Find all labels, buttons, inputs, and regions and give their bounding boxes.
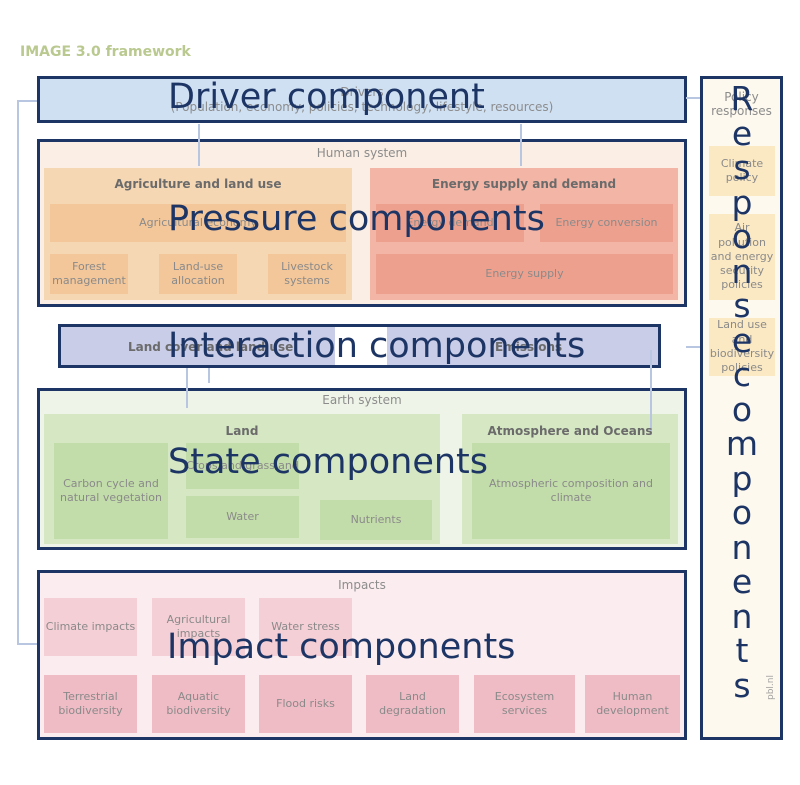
climate-impacts-box: Climate impacts	[44, 598, 137, 656]
driver-arrow-right	[520, 124, 522, 166]
human-system-header: Human system	[316, 146, 408, 160]
driver-component-label: Driver component	[168, 77, 485, 117]
pbl-watermark: pbl.nl	[766, 675, 776, 700]
response-label-letter: e	[731, 562, 753, 601]
response-label-letter: n	[731, 251, 753, 291]
driver-fill	[38, 77, 686, 122]
atmosphere-title: Atmosphere and Oceans	[487, 424, 653, 438]
interaction-arrow-up	[208, 368, 210, 383]
agricultural-economy-box: Agricultural economy	[50, 204, 346, 242]
energy-supply-box: Energy supply	[376, 254, 673, 294]
feedback-arrow-top	[17, 100, 37, 102]
terrestrial-biodiversity-box: Terrestrial biodiversity	[44, 675, 137, 733]
response-label-letter: c	[732, 355, 752, 394]
carbon-cycle-box: Carbon cycle and natural vegetation	[54, 443, 168, 539]
interaction-component-frame	[58, 324, 661, 368]
livestock-systems-box: Livestock systems	[268, 254, 346, 294]
water-stress-box: Water stress	[259, 598, 352, 656]
response-label-letter: o	[731, 493, 753, 532]
impacts-header: Impacts	[338, 578, 386, 592]
climate-policy-box: Climate policy	[709, 146, 775, 196]
pressure-component-label: Pressure components	[168, 199, 545, 239]
response-label-letter: o	[731, 389, 753, 429]
state-component-frame	[37, 388, 687, 550]
ecosystem-services-box: Ecosystem services	[474, 675, 575, 733]
interaction-arrow-down	[186, 368, 188, 408]
crops-grassland-box: Crops and grassland	[186, 443, 299, 489]
response-label-letter: s	[733, 286, 751, 325]
agriculture-title: Agriculture and land use	[114, 177, 282, 191]
interaction-gap	[335, 325, 387, 367]
driver-arrow-left	[198, 124, 200, 166]
response-label-letter: p	[731, 458, 753, 498]
water-box: Water	[186, 496, 299, 538]
energy-title: Energy supply and demand	[431, 177, 617, 191]
drivers-subtext: (Population, economy, policies, technolo…	[170, 100, 554, 114]
driver-component-frame	[37, 76, 687, 123]
impacts-fill	[38, 571, 686, 739]
land-title: Land	[225, 424, 259, 438]
response-label-letter: n	[731, 596, 753, 636]
response-label-letter: R	[730, 79, 754, 118]
human-development-box: Human development	[585, 675, 680, 733]
interaction-component-label: Interaction components	[168, 326, 586, 366]
impact-component-label: Impact components	[167, 627, 516, 667]
energy-demand-box: Energy demand	[376, 204, 524, 242]
response-label-letter: n	[731, 527, 753, 567]
atmospheric-composition-box: Atmospheric composition and climate	[472, 443, 670, 539]
response-label-letter: t	[735, 631, 749, 670]
aquatic-biodiversity-box: Aquatic biodiversity	[152, 675, 245, 733]
land-degradation-box: Land degradation	[366, 675, 459, 733]
response-label-letter: s	[733, 148, 751, 187]
state-component-label: State components	[168, 442, 489, 482]
framework-title: IMAGE 3.0 framework	[20, 44, 191, 60]
agricultural-impacts-box: Agricultural impacts	[152, 598, 245, 656]
impact-component-frame	[37, 570, 687, 740]
energy-conversion-box: Energy conversion	[540, 204, 673, 242]
earth-system-header: Earth system	[322, 393, 402, 407]
pressure-component-frame	[37, 139, 687, 307]
feedback-arrow-line	[17, 100, 19, 645]
flood-risks-box: Flood risks	[259, 675, 352, 733]
land-use-allocation-box: Land-use allocation	[159, 254, 237, 294]
response-component-frame	[700, 76, 783, 740]
response-label-letter: m	[725, 424, 759, 463]
response-label-letter: e	[731, 320, 753, 360]
emission-arrow-down	[650, 350, 652, 435]
response-label-letter: s	[733, 665, 751, 705]
response-label-letter: o	[731, 217, 753, 256]
feedback-arrow-bottom	[17, 643, 37, 645]
response-arrow-interaction	[686, 346, 700, 348]
emissions-label: Emissions	[495, 340, 563, 354]
response-label-letter: p	[731, 182, 753, 222]
drivers-header: Drivers	[340, 85, 384, 99]
policy-responses-header: Policy responses	[711, 90, 772, 118]
nutrients-box: Nutrients	[320, 500, 432, 540]
forest-management-box: Forest management	[50, 254, 128, 294]
response-label-letter: e	[731, 113, 753, 153]
response-arrow-driver	[686, 97, 700, 99]
land-cover-label: Land cover and land use	[128, 340, 294, 354]
land-use-policy-box: Land use and biodiversity policies	[709, 318, 775, 376]
air-pollution-policy-box: Air pollution and energy security polici…	[709, 214, 775, 300]
